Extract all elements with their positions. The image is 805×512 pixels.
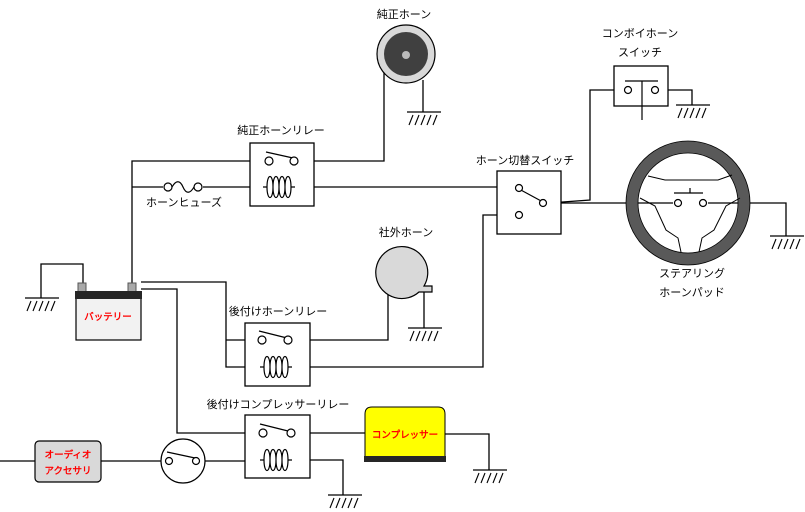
aftermarket-horn: 社外ホーン [375, 225, 433, 300]
genuine-relay-label: 純正ホーンリレー [237, 124, 324, 137]
ground-icon [769, 235, 805, 250]
ground-icon [407, 327, 443, 342]
genuine-horn-relay: 純正ホーンリレー [237, 124, 325, 207]
ground-icon [24, 297, 60, 312]
convoy-switch-label-2: スイッチ [618, 46, 662, 59]
aftermarket-horn-label: 社外ホーン [379, 225, 433, 239]
battery: バッテリー [75, 282, 142, 341]
steering-wheel-horn-pad: ステアリング ホーンパッド [625, 140, 751, 299]
audio-label-2: アクセサリ [44, 466, 91, 477]
steering-label-2: ホーンパッド [659, 286, 724, 299]
ground-icon [675, 104, 711, 119]
horn-selector-switch: ホーン切替スイッチ [476, 153, 574, 235]
audio-accessory: オーディオ アクセサリ [34, 440, 102, 483]
aftermarket-horn-relay: 後付けホーンリレー [229, 304, 327, 387]
horn-fuse: ホーンヒューズ [146, 181, 222, 209]
compressor: コンプレッサー [364, 406, 446, 462]
ground-icon [327, 494, 363, 509]
battery-label: バッテリー [84, 311, 132, 323]
audio-label-1: オーディオ [45, 449, 92, 461]
compressor-relay-label: 後付けコンプレッサーリレー [207, 397, 350, 411]
horn-fuse-label: ホーンヒューズ [146, 195, 222, 209]
genuine-horn: 純正ホーン [376, 8, 436, 84]
compressor-relay: 後付けコンプレッサーリレー [207, 397, 350, 479]
accessory-switch [160, 438, 206, 484]
convoy-horn-switch: コンボイホーン スイッチ [602, 27, 678, 120]
ground-icon [472, 469, 508, 484]
genuine-horn-label: 純正ホーン [377, 8, 431, 21]
ground-icon [406, 111, 442, 126]
aftermarket-horn-relay-label: 後付けホーンリレー [229, 304, 327, 318]
steering-label-1: ステアリング [659, 266, 725, 280]
horn-selector-switch-label: ホーン切替スイッチ [476, 153, 574, 167]
compressor-label: コンプレッサー [372, 429, 438, 441]
convoy-switch-label-1: コンボイホーン [602, 27, 678, 40]
